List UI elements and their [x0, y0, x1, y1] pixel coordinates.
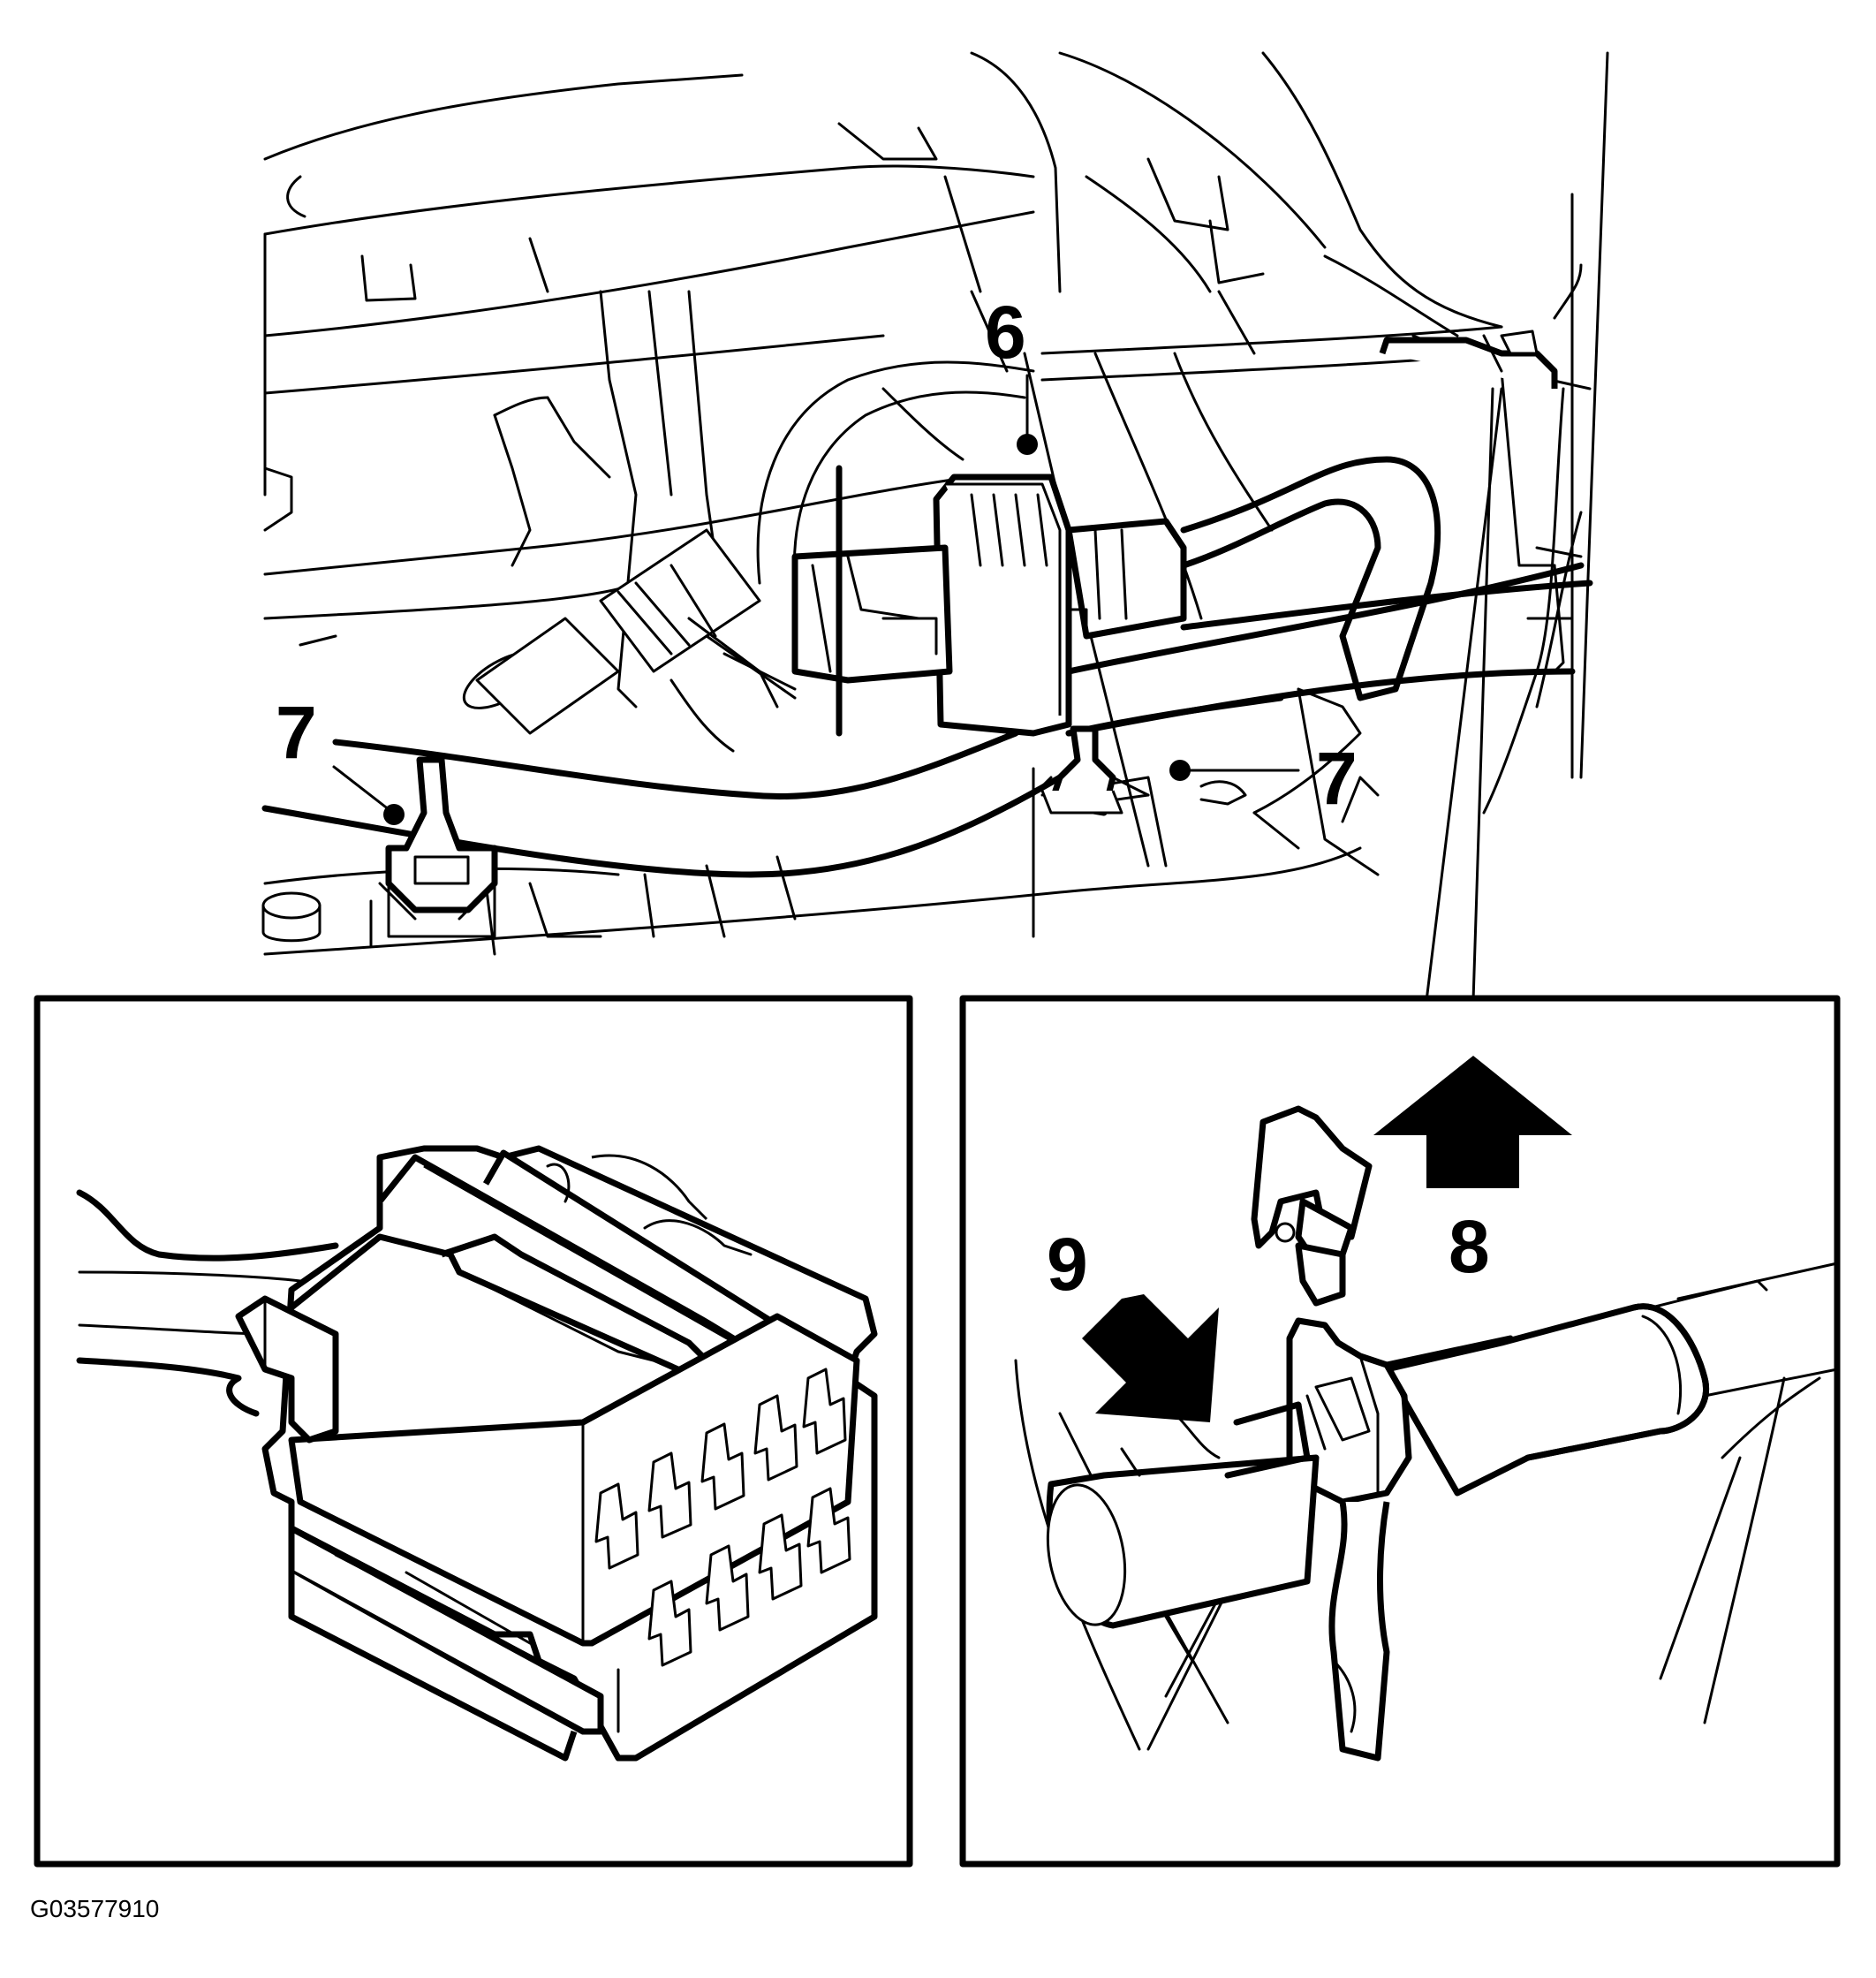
callout-8: 8	[1449, 1205, 1490, 1288]
inset-connector-detail	[34, 995, 913, 1868]
figure-id: G03577910	[30, 1895, 159, 1922]
leader-dot-7-right	[1169, 760, 1191, 781]
terminal-cavities	[594, 1368, 851, 1667]
callout-6: 6	[985, 291, 1026, 374]
arrow-down-right-icon	[1082, 1294, 1219, 1422]
main-view	[261, 51, 1609, 956]
arrow-up-icon	[1373, 1056, 1572, 1188]
leader-dot-6	[1017, 434, 1038, 455]
callout-7-left: 7	[276, 691, 317, 774]
inset-clip-detail	[959, 995, 1841, 1868]
callout-9: 9	[1047, 1223, 1088, 1306]
leader-dot-7-left	[383, 804, 405, 825]
callout-7-right: 7	[1316, 737, 1358, 820]
leader-lines	[332, 374, 1503, 1003]
